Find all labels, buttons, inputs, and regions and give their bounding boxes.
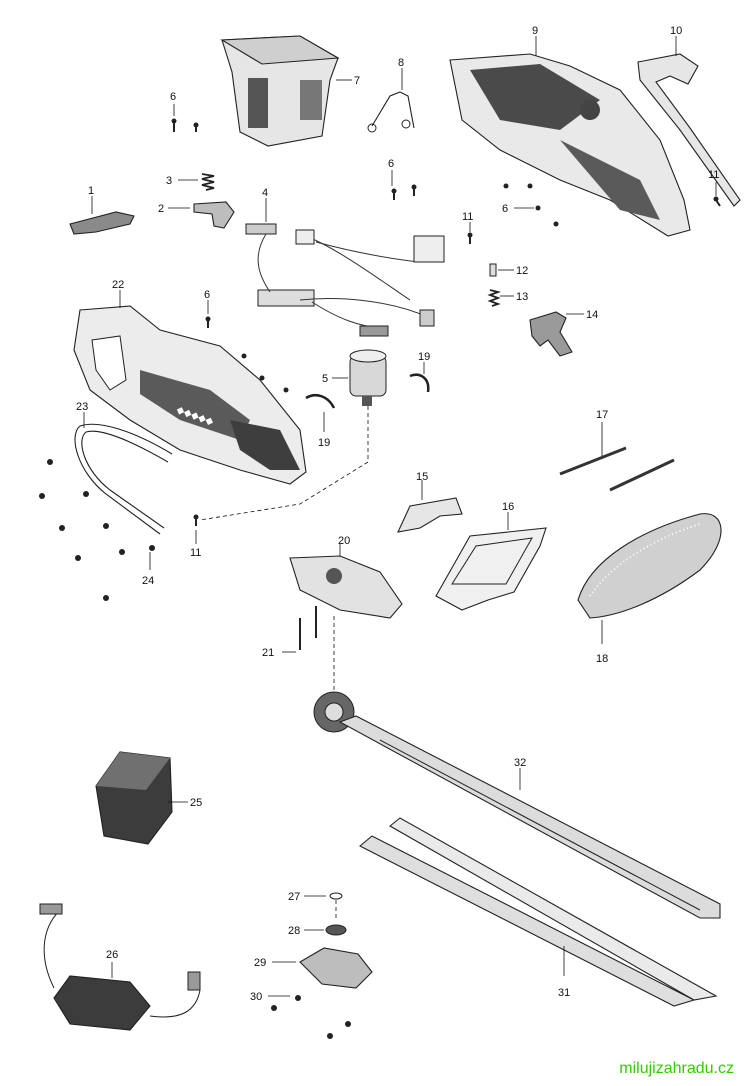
label-23: 23	[76, 401, 88, 413]
part-22-left-housing: ◆◆◆◆◆	[73, 305, 307, 485]
part-14-lever	[529, 311, 573, 357]
label-4: 4	[262, 187, 268, 199]
part-15-deflector	[397, 497, 463, 533]
part-16-front-handle-frame	[435, 527, 547, 611]
label-19-b: 19	[318, 437, 330, 449]
part-11-screw-b	[713, 196, 721, 207]
label-13: 13	[516, 291, 528, 303]
part-19-clip-right	[409, 373, 430, 393]
part-7-battery-compartment	[220, 35, 340, 147]
label-8: 8	[398, 57, 404, 69]
part-30-screws	[271, 995, 351, 1039]
part-27-washer	[329, 892, 343, 900]
part-10-guide-rail	[637, 53, 741, 207]
part-6-screw-left	[205, 316, 289, 393]
part-32-blade	[313, 691, 721, 919]
part-11-screw-c	[193, 514, 199, 526]
part-9-right-housing	[449, 53, 691, 237]
label-14: 14	[586, 309, 598, 321]
label-32: 32	[514, 757, 526, 769]
label-6-b: 6	[388, 158, 394, 170]
label-31: 31	[558, 987, 570, 999]
label-20: 20	[338, 535, 350, 547]
label-24: 24	[142, 575, 154, 587]
label-16: 16	[502, 501, 514, 513]
label-11-c: 11	[190, 547, 201, 559]
part-5-motor	[349, 349, 387, 406]
part-28-bushing	[325, 924, 347, 936]
label-15: 15	[416, 471, 428, 483]
label-10: 10	[670, 25, 682, 37]
label-17: 17	[596, 409, 608, 421]
part-3-spring	[201, 173, 215, 191]
label-11-b: 11	[708, 169, 719, 181]
label-11-a: 11	[462, 211, 473, 223]
label-26: 26	[106, 949, 118, 961]
label-18: 18	[596, 653, 608, 665]
part-6-screws-top	[171, 118, 199, 132]
label-1: 1	[88, 185, 94, 197]
label-25: 25	[190, 797, 202, 809]
part-20-gearbox	[289, 555, 403, 619]
part-19-clip-left	[305, 394, 336, 409]
label-5: 5	[322, 373, 328, 385]
part-6-screws-middle	[391, 184, 417, 200]
part-25-battery-pack	[95, 751, 173, 845]
watermark: milujizahradu.cz	[619, 1060, 734, 1077]
part-12-pin	[489, 263, 497, 277]
label-29: 29	[254, 957, 266, 969]
part-13-spring	[487, 289, 502, 307]
label-19-a: 19	[418, 351, 430, 363]
label-9: 9	[532, 25, 538, 37]
part-23-guard-strip	[74, 423, 173, 535]
label-2: 2	[158, 203, 164, 215]
part-17-rods	[559, 446, 675, 492]
label-22: 22	[112, 279, 124, 291]
part-31-blade-cover	[359, 817, 718, 1007]
label-7: 7	[354, 75, 360, 87]
part-8-torsion-spring	[367, 91, 415, 133]
label-27: 27	[288, 891, 300, 903]
part-11-screw-a	[467, 232, 473, 244]
part-24-screw-set	[39, 459, 155, 601]
label-6-d: 6	[204, 289, 210, 301]
label-28: 28	[288, 925, 300, 937]
part-1-trigger	[69, 211, 135, 235]
part-21-screws	[299, 606, 317, 650]
label-12: 12	[516, 265, 528, 277]
part-26-charger	[39, 903, 201, 1031]
label-21: 21	[262, 647, 274, 659]
label-6-a: 6	[170, 91, 176, 103]
part-6-screws-right	[503, 183, 559, 227]
label-3: 3	[166, 175, 172, 187]
label-30: 30	[250, 991, 262, 1003]
part-2-lock-button	[193, 201, 235, 229]
part-4-switch-wiring	[245, 223, 445, 337]
part-18-padded-handle	[577, 513, 722, 619]
part-29-gear-cover	[299, 947, 373, 989]
label-6-c: 6	[502, 203, 508, 215]
